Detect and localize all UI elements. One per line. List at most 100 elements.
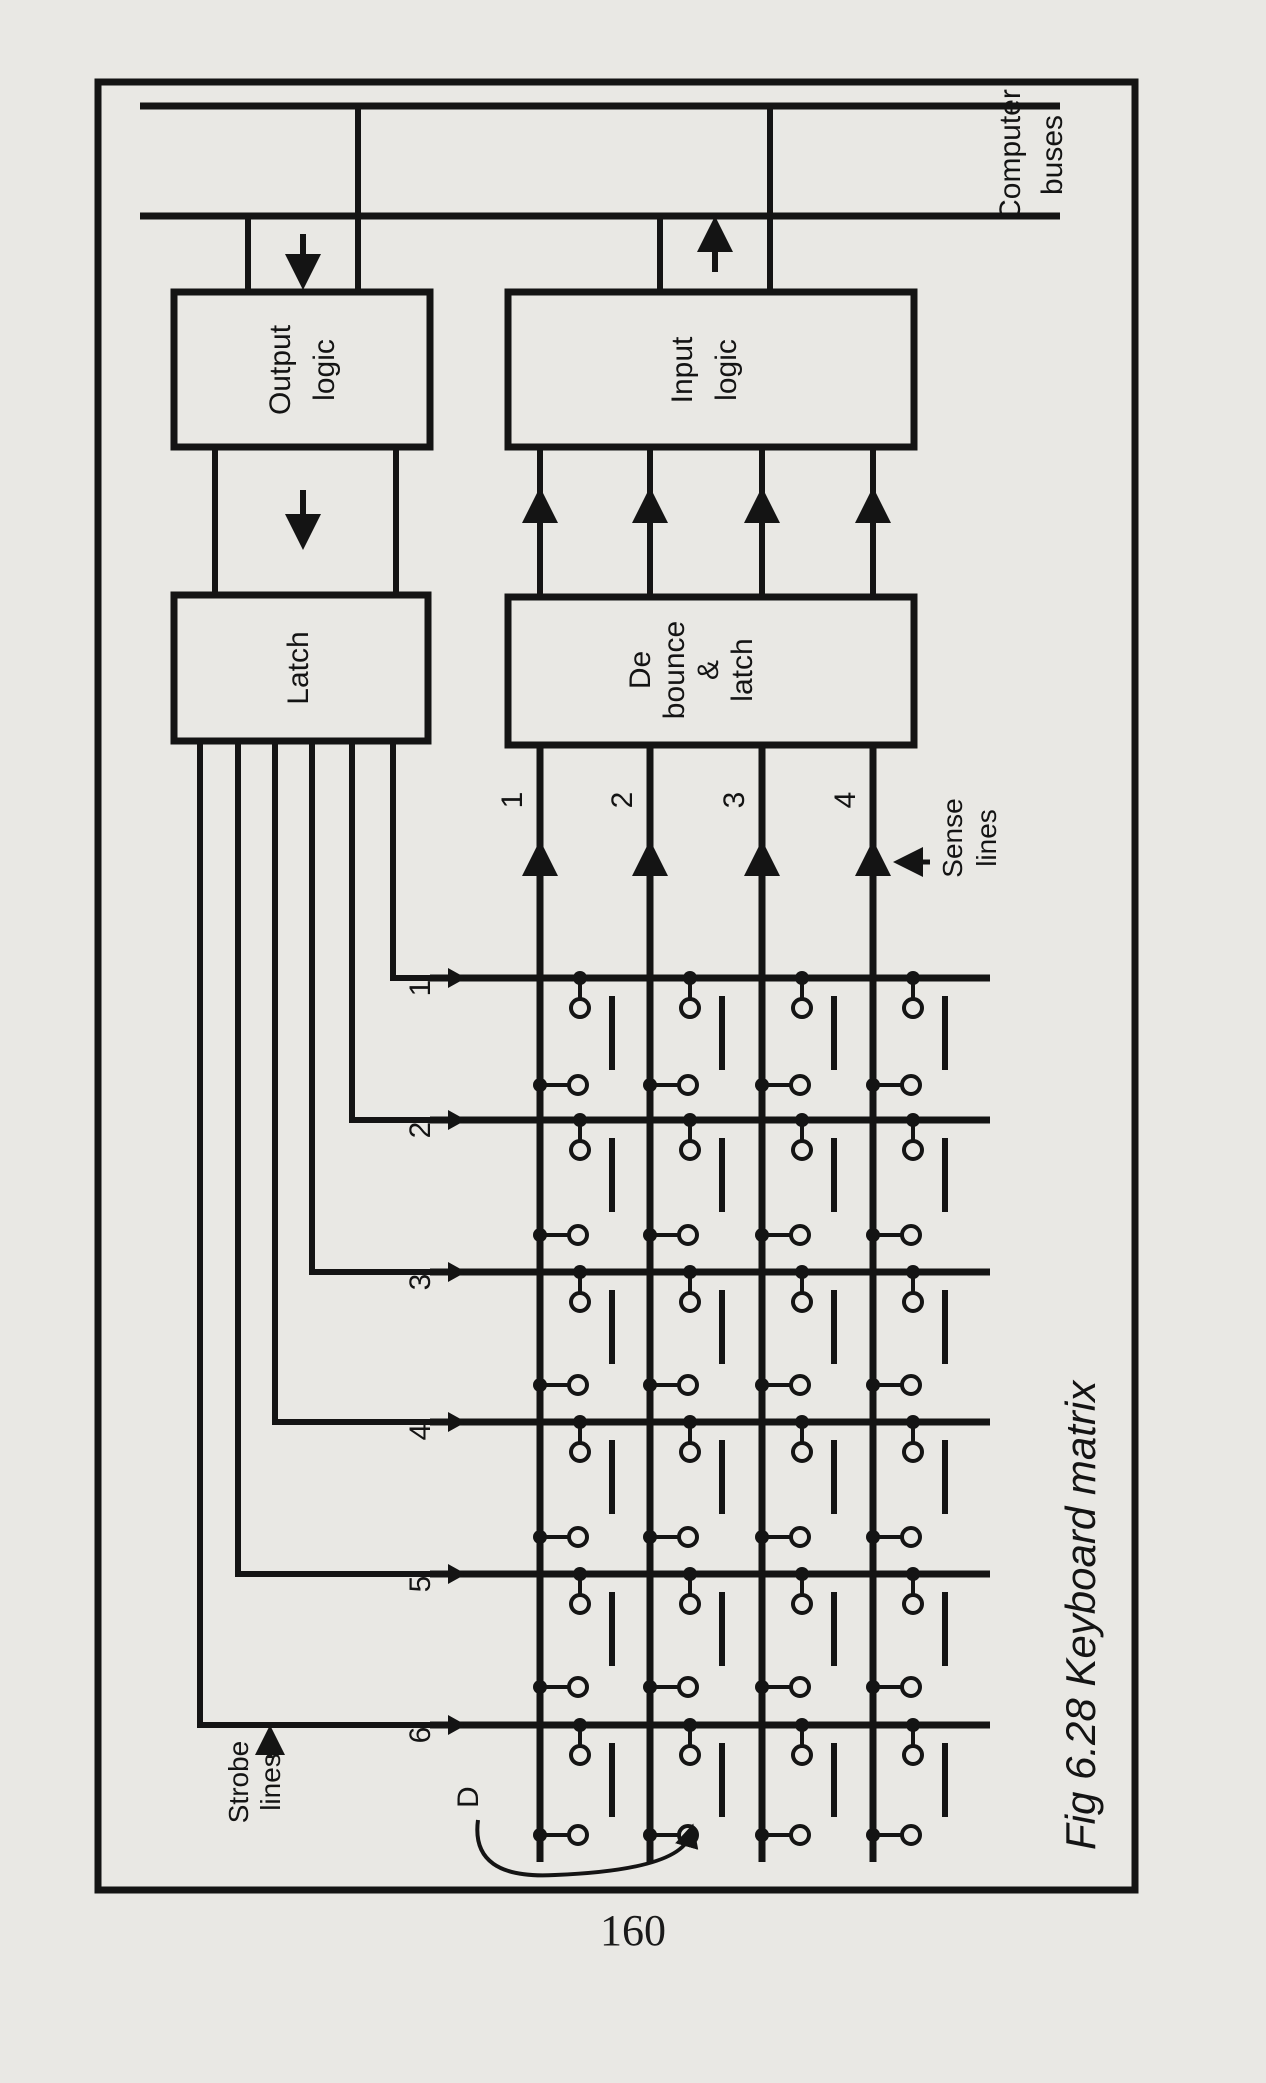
sense-number: 2 bbox=[606, 792, 639, 809]
switch-contact bbox=[569, 1441, 591, 1463]
svg-text:logic: logic bbox=[710, 339, 743, 401]
output-logic-box bbox=[170, 288, 434, 451]
strobe-arrowhead bbox=[448, 1715, 466, 1735]
strobe-number: 2 bbox=[404, 1122, 437, 1139]
strobe-arrowhead bbox=[448, 1412, 466, 1432]
switch-contact bbox=[791, 1441, 813, 1463]
svg-text:latch: latch bbox=[726, 638, 759, 701]
switch-contact bbox=[902, 1744, 924, 1766]
switch-contact bbox=[789, 1676, 811, 1698]
svg-text:buses: buses bbox=[1036, 115, 1069, 195]
debounce-to-input-arrows bbox=[522, 447, 891, 597]
switch-contact bbox=[900, 1824, 922, 1846]
switch-contact bbox=[677, 1526, 699, 1548]
switch-contact bbox=[567, 1824, 589, 1846]
key-switch-grid bbox=[533, 971, 948, 1846]
switch-contact bbox=[791, 1744, 813, 1766]
switch-contact bbox=[902, 1593, 924, 1615]
switch-contact bbox=[677, 1374, 699, 1396]
sense-lines-label: Sense lines bbox=[937, 798, 1002, 877]
svg-text:logic: logic bbox=[308, 339, 341, 401]
switch-contact bbox=[677, 1224, 699, 1246]
svg-text:&: & bbox=[692, 660, 725, 680]
sense-numbers: 1 2 3 4 bbox=[496, 792, 862, 809]
input-logic-box bbox=[504, 288, 918, 451]
svg-text:Output: Output bbox=[264, 324, 297, 415]
figure-frame bbox=[94, 78, 1139, 1894]
debounce-latch-label: De bounce & latch bbox=[624, 621, 759, 719]
svg-text:Computer: Computer bbox=[994, 89, 1027, 221]
switch-contact bbox=[679, 1441, 701, 1463]
switch-contact bbox=[567, 1074, 589, 1096]
svg-text:De: De bbox=[624, 651, 657, 689]
switch-contact bbox=[900, 1676, 922, 1698]
debounce-latch-box bbox=[504, 593, 918, 749]
diode-marker-label: D bbox=[452, 1786, 485, 1808]
sense-line-arrows bbox=[522, 840, 891, 900]
sense-lines bbox=[536, 745, 877, 1862]
svg-text:bounce: bounce bbox=[658, 621, 691, 719]
switch-contact bbox=[902, 997, 924, 1019]
strobe-number: 4 bbox=[404, 1424, 437, 1441]
strobe-numbers: 1 2 3 4 5 6 bbox=[404, 968, 466, 1743]
switch-contact bbox=[569, 1744, 591, 1766]
diode-marker-arrow bbox=[475, 1819, 699, 1878]
switch-contact bbox=[791, 1139, 813, 1161]
svg-text:lines: lines bbox=[971, 809, 1002, 867]
switch-contact bbox=[791, 1291, 813, 1313]
switch-contact bbox=[569, 1139, 591, 1161]
switch-contact bbox=[900, 1526, 922, 1548]
input-logic-label: Input logic bbox=[666, 336, 743, 403]
strobe-number: 3 bbox=[404, 1274, 437, 1291]
sense-number: 3 bbox=[718, 792, 751, 809]
switch-contact bbox=[567, 1526, 589, 1548]
svg-text:Input: Input bbox=[666, 336, 699, 403]
switch-contact bbox=[791, 997, 813, 1019]
switch-contact bbox=[567, 1676, 589, 1698]
strobe-arrowhead bbox=[448, 968, 466, 988]
switch-contact bbox=[679, 997, 701, 1019]
switch-contact bbox=[679, 1744, 701, 1766]
sense-number: 1 bbox=[496, 792, 529, 809]
svg-text:lines: lines bbox=[255, 1753, 286, 1811]
switch-contact bbox=[900, 1074, 922, 1096]
switch-contact bbox=[569, 1593, 591, 1615]
figure-caption: Fig 6.28 Keyboard matrix bbox=[1057, 1379, 1104, 1850]
strobe-lines-label: Strobe lines bbox=[223, 1741, 286, 1824]
switch-contact bbox=[902, 1139, 924, 1161]
switch-contact bbox=[679, 1291, 701, 1313]
strobe-number: 6 bbox=[404, 1727, 437, 1744]
page-number: 160 bbox=[600, 1906, 666, 1955]
strobe-lines bbox=[197, 741, 990, 1729]
sense-number: 4 bbox=[829, 792, 862, 809]
latch-label: Latch bbox=[282, 631, 315, 704]
switch-contact bbox=[679, 1139, 701, 1161]
switch-contact bbox=[677, 1074, 699, 1096]
latch-box bbox=[170, 591, 432, 745]
output-logic-label: Output logic bbox=[264, 324, 341, 415]
switch-contact bbox=[789, 1526, 811, 1548]
switch-contact bbox=[569, 997, 591, 1019]
switch-contact bbox=[679, 1593, 701, 1615]
switch-contact bbox=[677, 1676, 699, 1698]
switch-contact bbox=[900, 1224, 922, 1246]
switch-contact bbox=[789, 1224, 811, 1246]
switch-contact bbox=[789, 1824, 811, 1846]
switch-contact bbox=[567, 1224, 589, 1246]
strobe-number: 5 bbox=[404, 1576, 437, 1593]
switch-contact bbox=[791, 1593, 813, 1615]
strobe-arrowhead bbox=[448, 1262, 466, 1282]
switch-contact bbox=[569, 1291, 591, 1313]
switch-contact bbox=[902, 1291, 924, 1313]
computer-buses-label: Computer buses bbox=[994, 89, 1069, 221]
switch-contact bbox=[567, 1374, 589, 1396]
strobe-number: 1 bbox=[404, 980, 437, 997]
svg-text:Strobe: Strobe bbox=[223, 1741, 254, 1824]
switch-contact bbox=[789, 1074, 811, 1096]
switch-contact bbox=[789, 1374, 811, 1396]
switch-contact bbox=[902, 1441, 924, 1463]
svg-text:Sense: Sense bbox=[937, 798, 968, 877]
strobe-arrowhead bbox=[448, 1564, 466, 1584]
